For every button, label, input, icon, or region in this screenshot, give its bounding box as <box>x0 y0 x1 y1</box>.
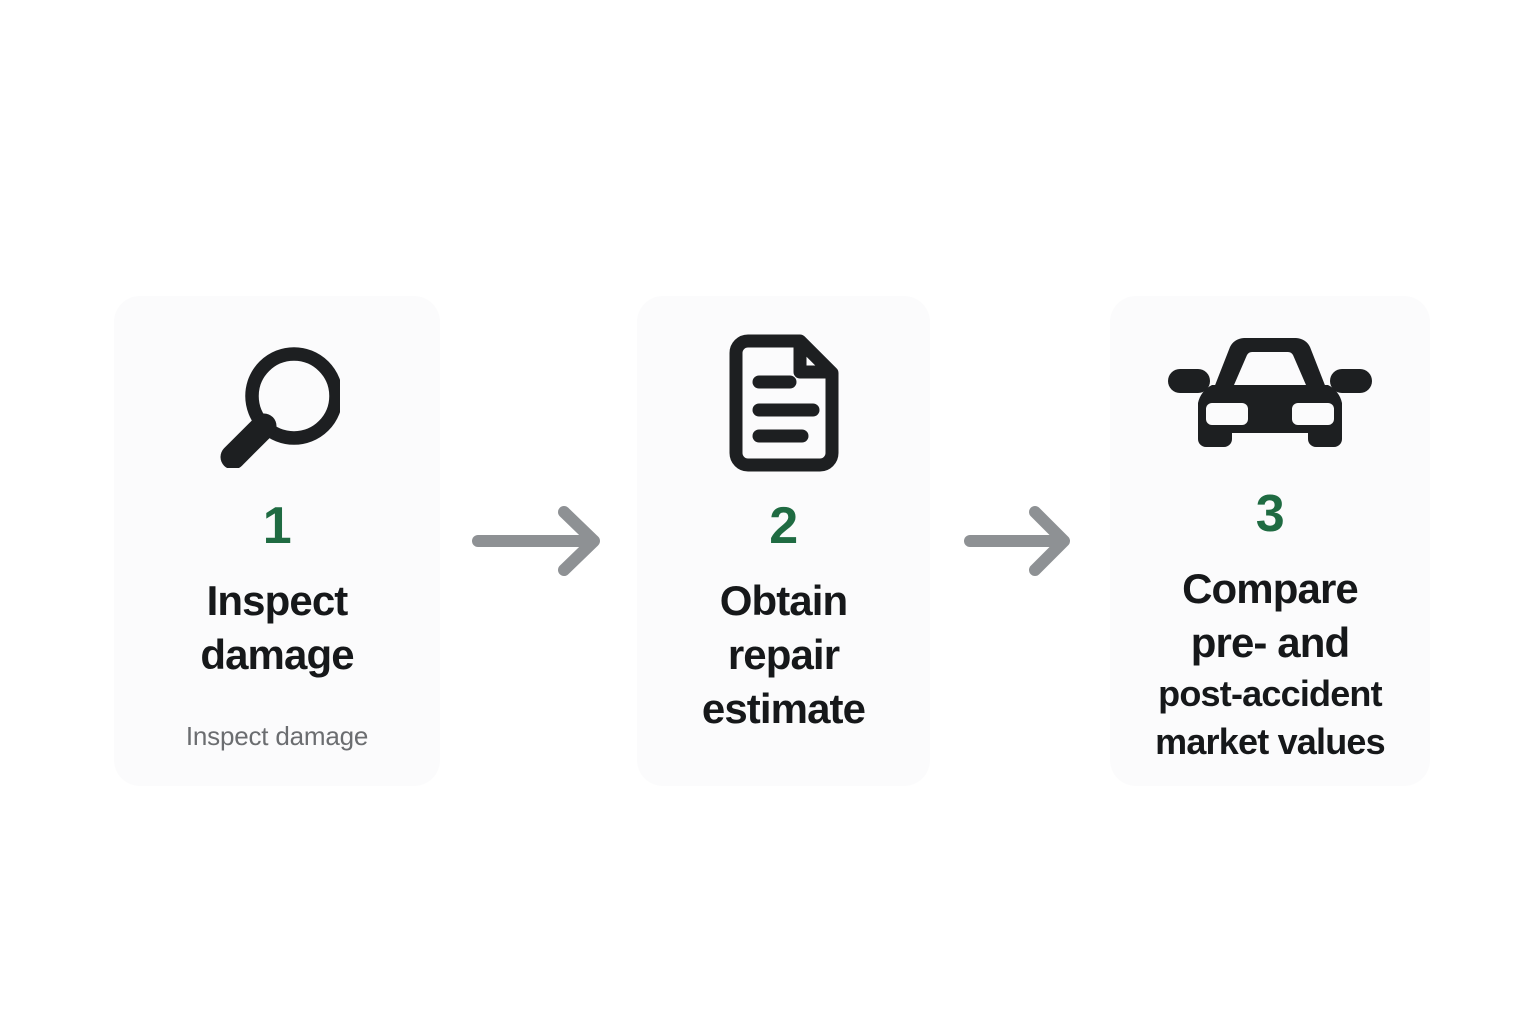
step-title-3: Compare pre- and post-accident market value… <box>1155 562 1386 766</box>
step-number-3: 3 <box>1255 485 1285 543</box>
step-title-2: Obtain repair estimate <box>701 574 866 736</box>
step-card-3[interactable]: 3 Compare pre- and post-accident market val… <box>1110 296 1430 786</box>
document-icon <box>722 328 846 478</box>
step-card-1[interactable]: 1 Inspect damage Inspect damage <box>114 296 440 786</box>
magnifier-icon <box>214 328 340 478</box>
step-title-line: post-accident <box>1158 673 1382 714</box>
step-card-2[interactable]: 2 Obtain repair estimate <box>637 296 930 786</box>
step-title-1: Inspect damage <box>200 574 354 682</box>
step-title-line: market values <box>1155 721 1386 762</box>
step-number-2: 2 <box>769 497 798 555</box>
step-title-line: damage <box>200 631 354 678</box>
arrow-right-icon <box>964 506 1070 576</box>
step-title-line: Compare <box>1182 565 1359 612</box>
car-front-icon <box>1168 328 1372 466</box>
process-flow: 1 Inspect damage Inspect damage <box>114 296 1430 786</box>
step-title-line: Inspect <box>206 577 349 624</box>
step-subtitle-1: Inspect damage <box>185 721 369 751</box>
step-title-line: Obtain <box>719 577 848 624</box>
step-title-line: repair <box>727 631 840 678</box>
step-title-line: estimate <box>701 685 866 732</box>
step-title-line: pre- and <box>1190 619 1350 666</box>
connector-arrow-2 <box>930 296 1110 786</box>
arrow-right-icon <box>471 506 600 576</box>
step-number-1: 1 <box>262 497 292 555</box>
connector-arrow-1 <box>440 296 637 786</box>
